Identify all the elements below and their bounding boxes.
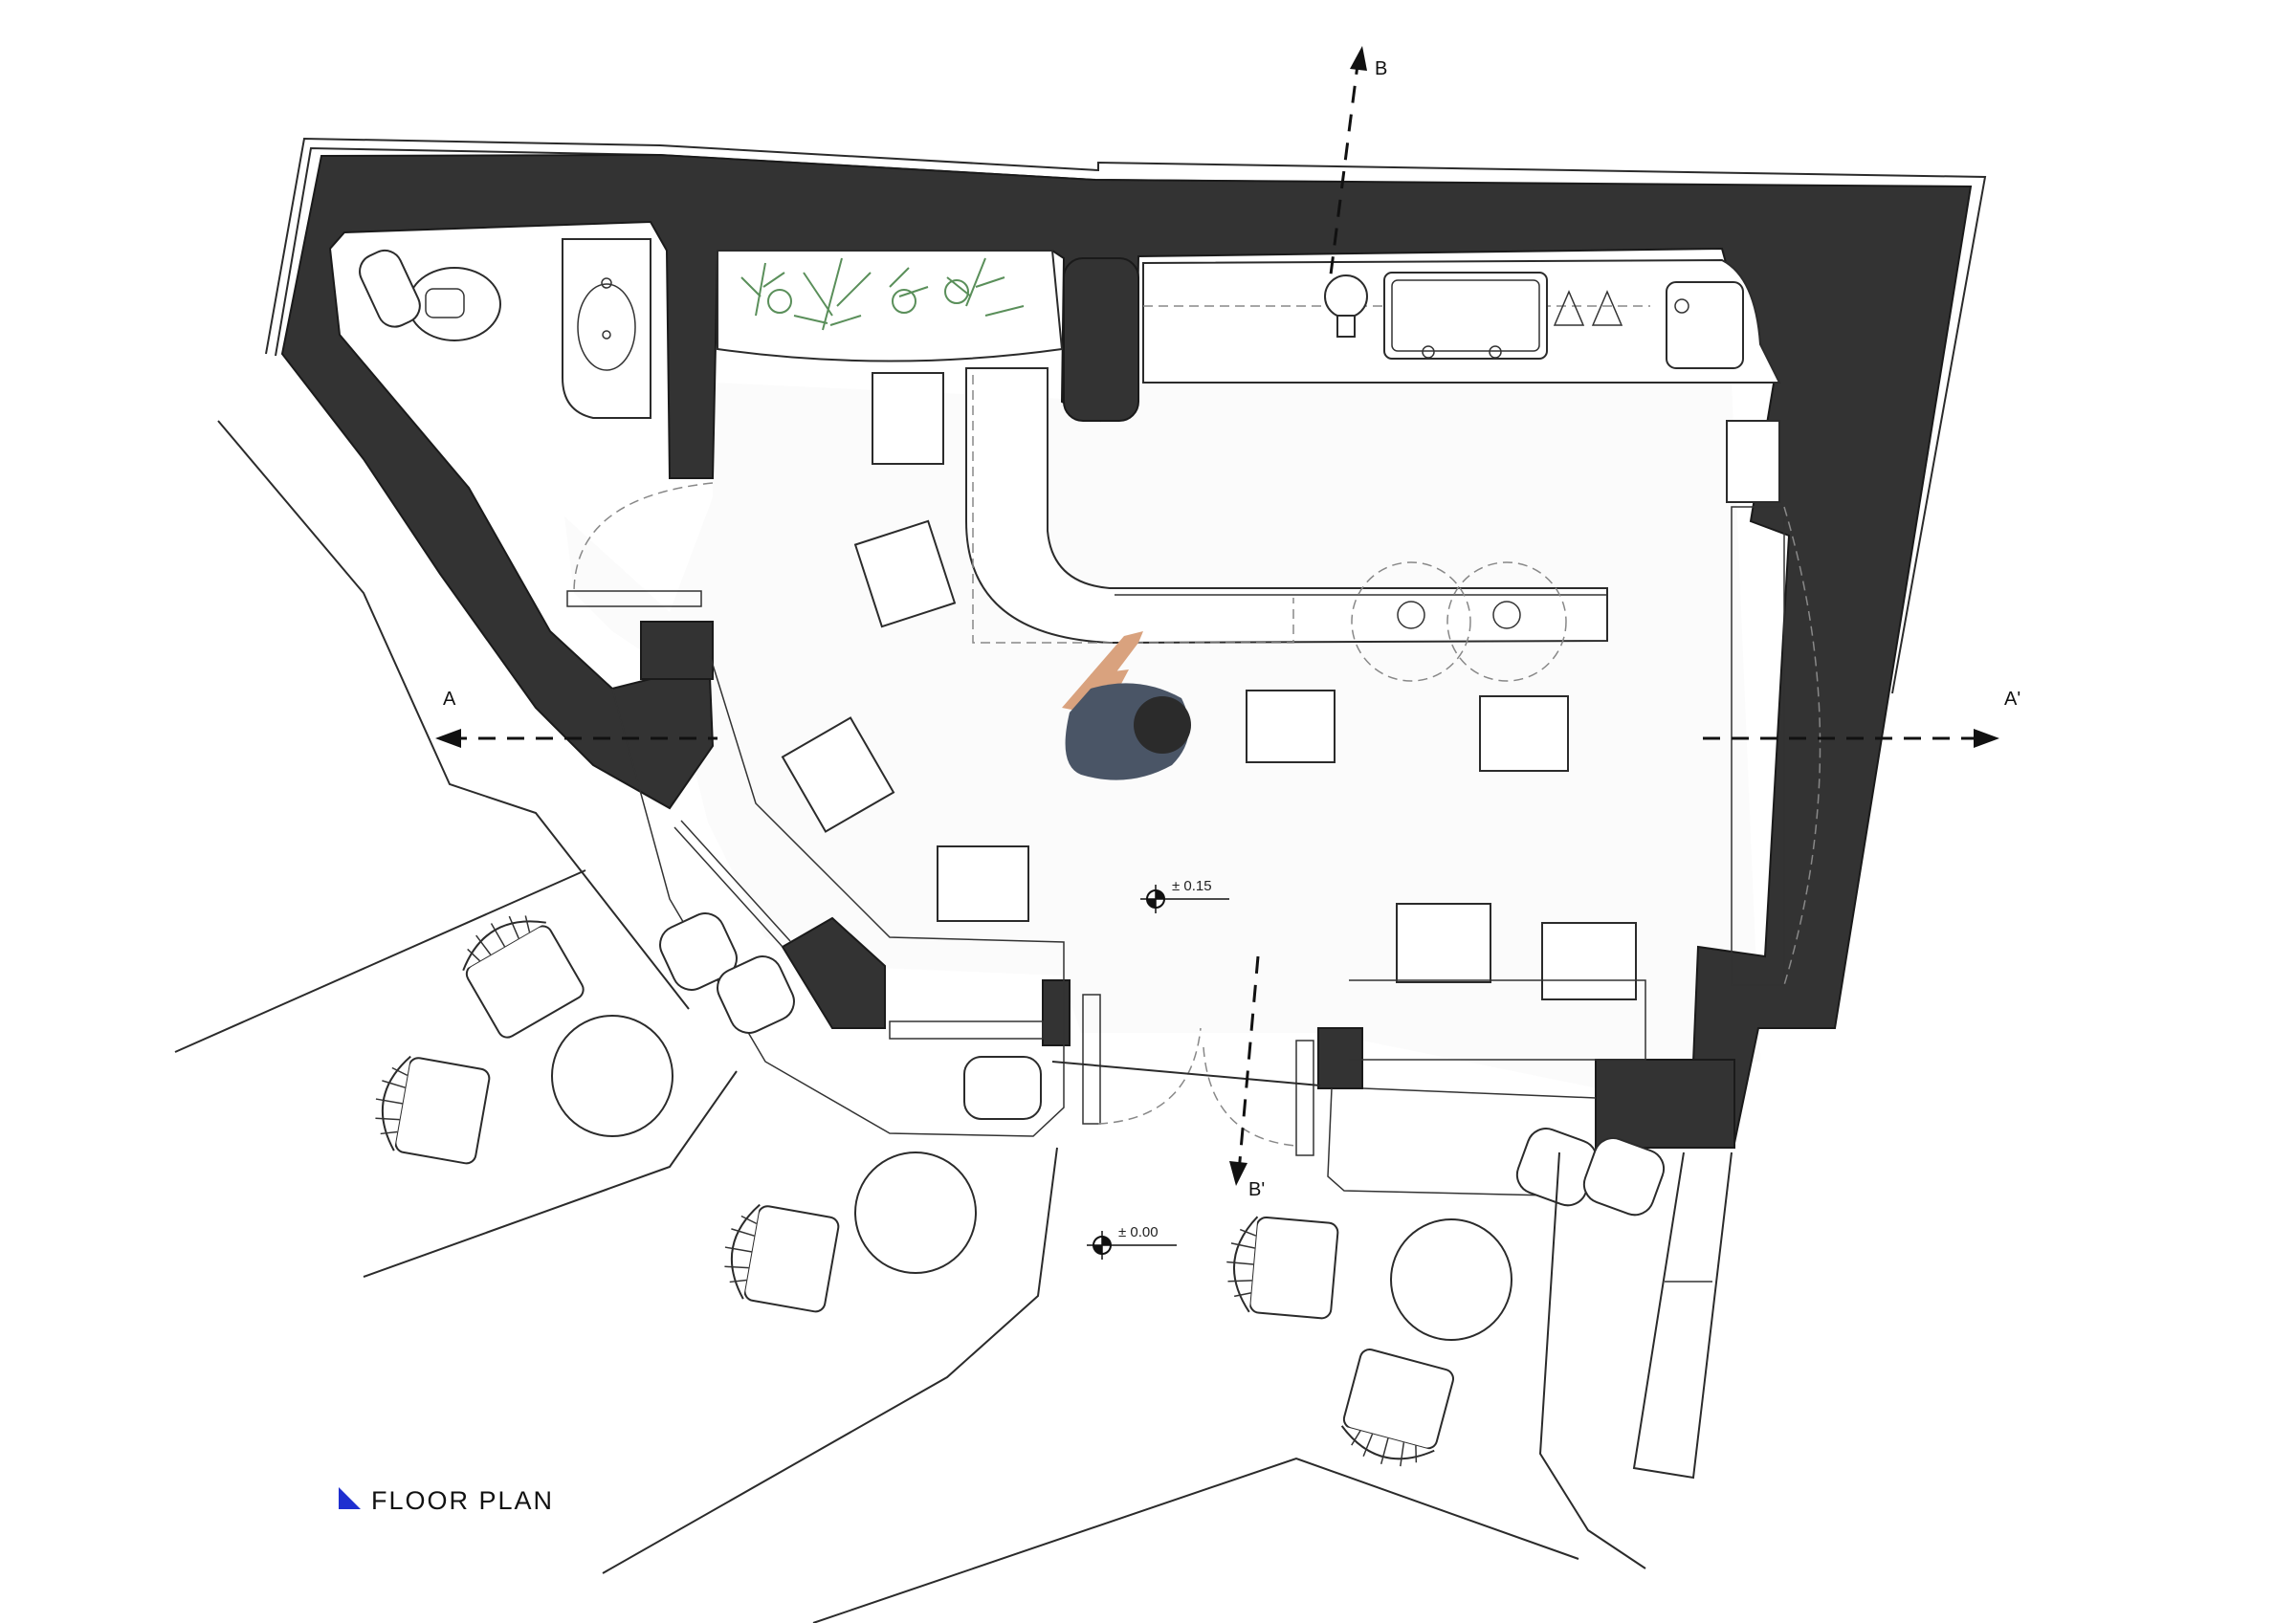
- exterior-table-1: [551, 1015, 673, 1137]
- toilet-seat: [425, 288, 465, 318]
- armchair-5: [1340, 1349, 1454, 1467]
- plan-title: FLOOR PLAN: [371, 1486, 554, 1515]
- armchair-2: [375, 1055, 491, 1165]
- window-sill-left: [889, 1020, 1044, 1040]
- section-label-a-prime: A': [2004, 689, 2020, 710]
- section-arrow-b-top: [1350, 46, 1367, 71]
- coffee-grinder: [1324, 274, 1368, 318]
- section-label-b-prime: B': [1248, 1179, 1265, 1200]
- door-leaf-right: [1295, 1040, 1314, 1156]
- stool-8: [1541, 922, 1637, 1000]
- wall-stub-se: [1595, 1059, 1735, 1149]
- planter-box: [717, 250, 1064, 362]
- wall-stub-left: [640, 621, 714, 680]
- exterior-pouf-1: [659, 912, 738, 991]
- section-arrow-b-bottom: [1229, 1161, 1247, 1186]
- person-arm-icon: [1062, 631, 1143, 713]
- level-marker-interior: [1140, 885, 1229, 913]
- stool-3: [781, 716, 895, 833]
- stool-6: [1479, 695, 1569, 772]
- right-bench: [1731, 506, 1785, 986]
- terrace-line-9: [1051, 1061, 1321, 1086]
- side-shelf: [1726, 420, 1780, 503]
- level-marker-exterior: [1087, 1231, 1177, 1260]
- wall-pier-center: [1063, 257, 1139, 422]
- stool-2: [853, 519, 957, 628]
- stool-5: [1246, 690, 1336, 763]
- counter-sink: [1666, 281, 1744, 369]
- door-swing-right: [1203, 1046, 1297, 1147]
- interior-floor: [564, 258, 1760, 1090]
- grinder-base: [1336, 315, 1356, 338]
- espresso-machine: [1383, 272, 1548, 360]
- exterior-table-2: [854, 1151, 977, 1274]
- terrace-line-5: [812, 1457, 1579, 1623]
- dish-circle-1: [1351, 561, 1471, 682]
- basin-drain: [602, 330, 611, 340]
- toilet-tank: [359, 249, 421, 328]
- person-arm-2: [1091, 669, 1129, 687]
- plants-icon: [740, 257, 1025, 331]
- dish-center-2: [1492, 601, 1521, 629]
- level-label-interior: ± 0.15: [1172, 878, 1212, 894]
- title-marker-icon: [339, 1487, 361, 1509]
- section-arrow-a-left: [435, 729, 461, 748]
- door-jamb-left: [1042, 979, 1071, 1046]
- window-glass-left-2: [680, 820, 791, 942]
- dish-circle-2: [1446, 561, 1567, 682]
- level-label-exterior: ± 0.00: [1118, 1224, 1159, 1240]
- stool-4: [937, 845, 1029, 922]
- wc-vanity: [562, 238, 651, 419]
- terrace-line-6: [1538, 1151, 1646, 1569]
- section-arrow-a-right: [1974, 729, 1999, 748]
- toilet-bowl: [408, 267, 501, 341]
- wash-basin: [577, 283, 636, 371]
- terrace-line-7: [1632, 1151, 1733, 1480]
- wall-corner-sw: [781, 916, 886, 1029]
- basin-tap: [601, 277, 612, 289]
- stool-1: [872, 372, 944, 465]
- wc-door-leaf: [566, 590, 702, 607]
- site-boundary-top: [265, 137, 1987, 694]
- window-bench-right: [1327, 979, 1646, 1196]
- window-glass-left: [673, 826, 784, 948]
- exterior-pouf-5: [1582, 1137, 1666, 1217]
- section-label-b: B: [1375, 58, 1387, 79]
- armchair-3: [724, 1203, 840, 1313]
- exterior-pouf-2: [717, 955, 795, 1034]
- door-swing-left: [1097, 1027, 1202, 1125]
- person-head: [1134, 696, 1191, 754]
- terrace-line-1: [217, 420, 690, 1010]
- section-line-b-bottom: [1237, 955, 1260, 1173]
- armchair-1: [462, 915, 585, 1039]
- terrace-line-3: [363, 1070, 738, 1278]
- exterior-table-3: [1390, 1218, 1512, 1341]
- right-bench-arc: [1783, 506, 1821, 986]
- door-leaf-left: [1082, 994, 1101, 1125]
- terrace-line-2: [174, 869, 586, 1053]
- section-line-b: [1328, 56, 1360, 283]
- sink-tap: [1674, 298, 1689, 314]
- door-jamb-right: [1317, 1027, 1363, 1089]
- espresso-tray: [1391, 279, 1540, 352]
- group-head-1: [1422, 345, 1435, 359]
- terrace-line-4: [602, 1147, 1058, 1574]
- group-head-2: [1489, 345, 1502, 359]
- armchair-4: [1226, 1216, 1339, 1320]
- exterior-pouf-3: [963, 1056, 1042, 1120]
- dish-center-1: [1397, 601, 1425, 629]
- person-figure: [1062, 631, 1191, 780]
- wc-door-swing: [573, 482, 714, 594]
- section-label-a: A: [443, 689, 456, 710]
- stool-7: [1396, 903, 1491, 983]
- faucet-icons: [1553, 290, 1623, 326]
